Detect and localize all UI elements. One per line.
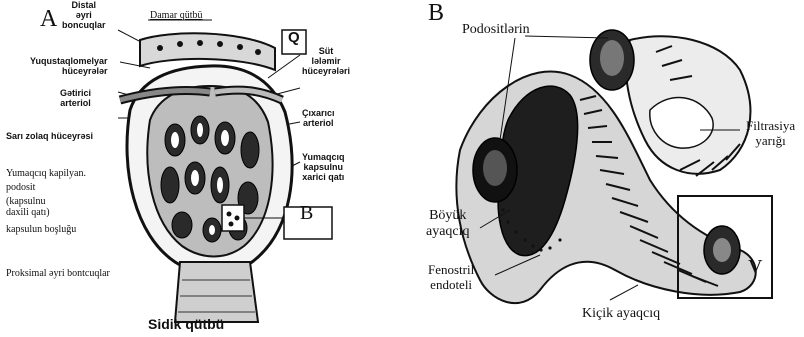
label-filtration-slit: Filtrasiya yarığı bbox=[746, 118, 795, 148]
label-small-foot-process: Kiçik ayaqcıq bbox=[582, 306, 660, 322]
label-q-box: Q bbox=[288, 32, 300, 43]
panel-b-letter: B bbox=[428, 8, 444, 19]
panel-a-letter: A bbox=[40, 14, 57, 25]
label-podocytes: Podositlərin bbox=[462, 22, 530, 37]
label-urinary-pole: Sidik qütbü bbox=[148, 316, 224, 332]
label-mesangial-cells: Süt lələmir hüceyrələri bbox=[302, 46, 350, 76]
label-juxtaglomerular-cells: Yuqustaqlomelyar hüceyrələr bbox=[30, 56, 108, 76]
panel-b-podocytes: B Podositlərin Filtrasiya yarığı Böyük a… bbox=[400, 0, 804, 337]
label-capsule-outer-layer: Yumaqcıq kapsulnu xarici qatı bbox=[302, 152, 345, 182]
label-afferent-arteriole: Gətirici arteriol bbox=[60, 88, 91, 108]
label-capsule-inner-layer: (kapsulnu daxili qatı) bbox=[6, 196, 50, 218]
panel-a-glomerulus: A Distal əyri boncuqlar Damar qütbü Q Yu… bbox=[0, 0, 400, 337]
label-large-foot-process: Böyük ayaqcıq bbox=[426, 208, 470, 240]
label-efferent-arteriole: Çıxarıcı arteriol bbox=[302, 108, 335, 128]
label-glomerular-capillary: Yumaqcıq kapilyan. bbox=[6, 168, 86, 179]
label-podocyte: podosit bbox=[6, 182, 35, 193]
label-proximal-tubule: Proksimal əyri bontcuqlar bbox=[6, 268, 110, 279]
label-v-box: V bbox=[748, 262, 762, 273]
label-fenestrated-endothelium: Fenostril endoteli bbox=[428, 262, 474, 292]
label-capsular-space: kapsulun boşluğu bbox=[6, 224, 76, 235]
label-vascular-pole: Damar qütbü bbox=[150, 10, 203, 21]
label-macula-densa: Sarı zolaq hüceyrəsi bbox=[6, 131, 93, 141]
label-b-box: B bbox=[300, 208, 313, 219]
label-distal-tubule: Distal əyri boncuqlar bbox=[62, 0, 106, 30]
